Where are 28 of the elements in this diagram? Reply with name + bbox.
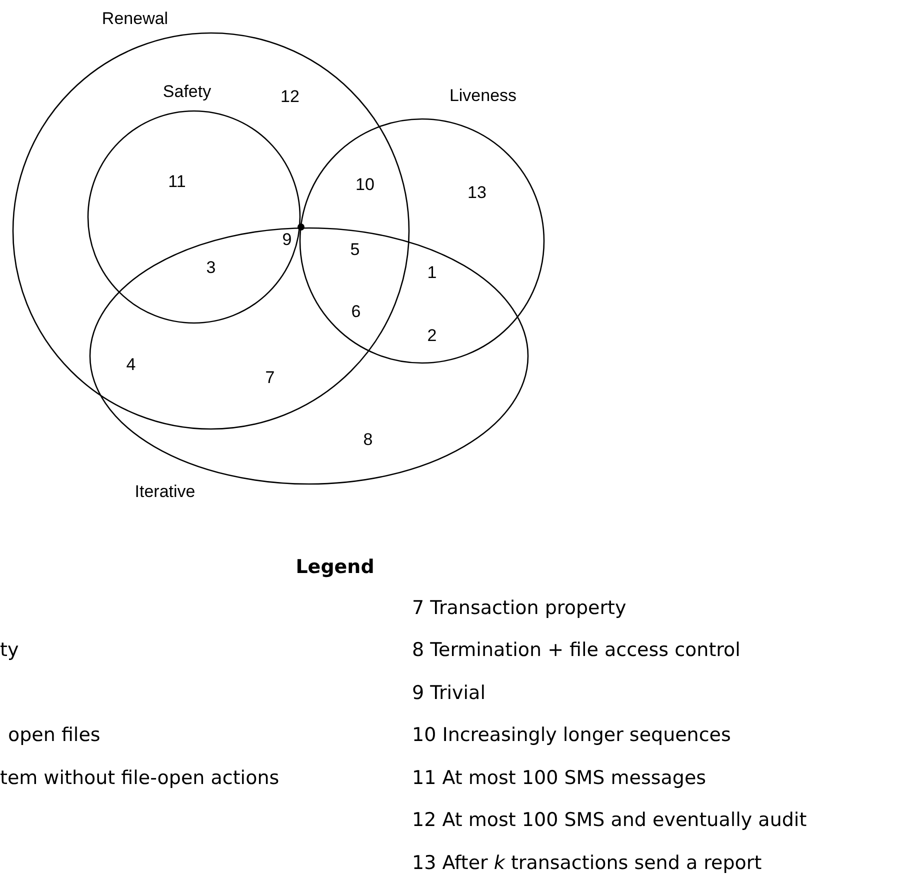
region-number: 3 [206,258,216,278]
region-number: 13 [468,183,486,203]
legend-entry: 11 At most 100 SMS messages [412,767,706,789]
region-number: 8 [363,430,373,450]
legend-entry: ty [0,639,19,661]
legend-entry: tem without file-open actions [0,767,280,789]
region-number: 12 [280,87,300,107]
set-name: Liveness [449,86,517,106]
region-number: 9 [282,230,292,250]
legend-entry: 8 Termination + file access control [412,639,740,661]
legend-title: Legend [296,556,374,578]
legend-entry: open files [8,724,100,746]
region-number: 6 [351,302,361,322]
region-number: 2 [427,326,437,346]
region-number: 10 [356,175,374,195]
legend-entry: 7 Transaction property [412,597,626,619]
region-number: 7 [265,368,275,388]
legend-entry: 10 Increasingly longer sequences [412,724,731,746]
set-name: Iterative [134,482,196,502]
region-number: 1 [427,263,437,283]
legend-entry: 9 Trivial [412,682,486,704]
region-number: 11 [168,172,186,192]
region-number: 5 [350,240,360,260]
region-number: 4 [126,355,136,375]
legend-entry: 13 After k transactions send a report [412,852,762,874]
legend-entry: 12 At most 100 SMS and eventually audit [412,809,807,831]
set-name: Safety [162,82,212,102]
set-name: Renewal [102,9,168,29]
